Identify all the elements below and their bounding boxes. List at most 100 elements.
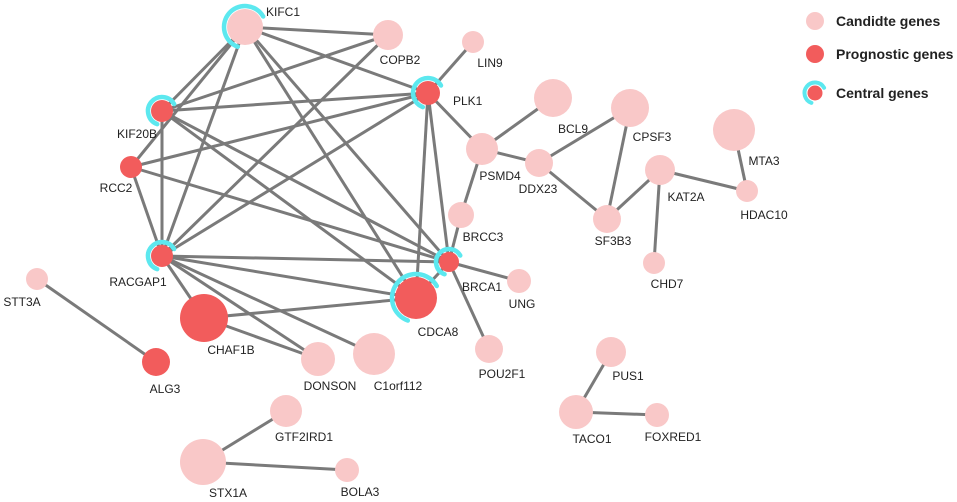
legend-central-ring-marker [802, 80, 827, 105]
node-label-brcc3: BRCC3 [463, 230, 504, 244]
legend-item-candidate: Candidte genes [806, 12, 940, 30]
node-label-bola3: BOLA3 [341, 485, 380, 499]
node-circle-copb2 [373, 20, 403, 50]
node-alg3[interactable] [142, 348, 170, 376]
central-ring-racgap1 [145, 239, 177, 272]
legend-item-prognostic: Prognostic genes [806, 45, 954, 63]
node-circle-bola3 [335, 458, 359, 482]
node-label-psmd4: PSMD4 [479, 169, 521, 183]
node-gtf2ird1[interactable] [270, 395, 302, 427]
edge-kifc1-plk1 [244, 25, 429, 95]
node-label-alg3: ALG3 [150, 382, 181, 396]
node-circle-kifc1 [227, 9, 263, 45]
node-label-bcl9: BCL9 [558, 122, 588, 136]
node-hdac10[interactable] [736, 180, 758, 202]
edge-stx1a-bola3 [202, 460, 348, 472]
node-c1orf112[interactable] [353, 333, 395, 375]
node-circle-foxred1 [645, 403, 669, 427]
node-foxred1[interactable] [645, 403, 669, 427]
node-label-lin9: LIN9 [477, 56, 503, 70]
node-circle-alg3 [142, 348, 170, 376]
edge-kat2a-chd7 [652, 169, 662, 264]
node-label-rcc2: RCC2 [100, 181, 133, 195]
node-ung[interactable] [507, 269, 531, 293]
node-circle-mta3 [713, 109, 755, 151]
node-brca1[interactable] [433, 246, 463, 277]
central-ring-kifc1 [221, 3, 266, 49]
node-label-pus1: PUS1 [612, 369, 644, 383]
node-circle-kat2a [645, 155, 675, 185]
node-stt3a[interactable] [26, 268, 48, 290]
node-pus1[interactable] [596, 337, 626, 367]
node-chaf1b[interactable] [180, 294, 228, 342]
node-pou2f1[interactable] [475, 335, 503, 363]
node-cdca8[interactable] [389, 271, 440, 323]
node-label-cpsf3: CPSF3 [633, 130, 672, 144]
node-ddx23[interactable] [525, 149, 553, 177]
node-circle-brcc3 [448, 202, 474, 228]
node-copb2[interactable] [373, 20, 403, 50]
edge-plk1-racgap1 [161, 91, 429, 258]
edge-racgap1-brca1 [161, 254, 450, 264]
node-circle-sf3b3 [593, 205, 621, 233]
edge-plk1-cdca8 [414, 92, 430, 299]
node-donson[interactable] [301, 342, 335, 376]
node-circle-c1orf112 [353, 333, 395, 375]
legend-prognostic-label: Prognostic genes [836, 46, 954, 62]
node-circle-racgap1 [151, 245, 173, 267]
node-circle-cdca8 [395, 277, 437, 319]
node-label-chd7: CHD7 [651, 277, 684, 291]
node-rcc2[interactable] [120, 156, 142, 178]
node-chd7[interactable] [643, 252, 665, 274]
legend-central-marker [807, 85, 823, 101]
node-cpsf3[interactable] [611, 89, 649, 127]
node-label-kifc1: KIFC1 [266, 5, 300, 19]
node-circle-ung [507, 269, 531, 293]
node-kat2a[interactable] [645, 155, 675, 185]
edge-kif20b-brca1 [161, 109, 450, 264]
central-ring-plk1 [410, 75, 444, 110]
node-label-donson: DONSON [304, 379, 357, 393]
node-label-foxred1: FOXRED1 [645, 430, 702, 444]
node-bola3[interactable] [335, 458, 359, 482]
node-psmd4[interactable] [466, 133, 498, 165]
node-label-c1orf112: C1orf112 [374, 379, 423, 393]
node-label-mta3: MTA3 [748, 154, 779, 168]
node-stx1a[interactable] [180, 439, 226, 485]
edge-racgap1-cdca8 [161, 254, 417, 300]
legend-candidate-label: Candidte genes [836, 13, 940, 29]
edge-copb2-kif20b [161, 33, 389, 113]
node-plk1[interactable] [410, 75, 444, 110]
node-circle-psmd4 [466, 133, 498, 165]
node-circle-plk1 [416, 81, 440, 105]
nodes-layer [26, 3, 758, 485]
node-kifc1[interactable] [221, 3, 266, 49]
edge-copb2-racgap1 [160, 33, 390, 258]
node-brcc3[interactable] [448, 202, 474, 228]
node-bcl9[interactable] [534, 79, 572, 117]
legend-central-label: Central genes [836, 85, 929, 101]
node-circle-brca1 [439, 252, 459, 272]
edge-kif20b-plk1 [161, 91, 429, 113]
node-circle-chd7 [643, 252, 665, 274]
node-taco1[interactable] [559, 395, 593, 429]
node-racgap1[interactable] [145, 239, 177, 272]
node-sf3b3[interactable] [593, 205, 621, 233]
legend-prognostic-marker [806, 45, 824, 63]
node-mta3[interactable] [713, 109, 755, 151]
central-ring-kif20b [145, 94, 177, 127]
edge-brca1-pou2f1 [447, 261, 491, 350]
node-circle-lin9 [462, 31, 484, 53]
edge-kifc1-copb2 [244, 25, 389, 37]
node-circle-gtf2ird1 [270, 395, 302, 427]
node-kif20b[interactable] [145, 94, 177, 127]
node-label-kif20b: KIF20B [117, 127, 157, 141]
node-lin9[interactable] [462, 31, 484, 53]
legend-item-central: Central genes [802, 80, 929, 105]
node-circle-hdac10 [736, 180, 758, 202]
node-label-pou2f1: POU2F1 [479, 367, 526, 381]
node-label-gtf2ird1: GTF2IRD1 [275, 430, 333, 444]
edge-kifc1-rcc2 [129, 26, 247, 168]
edge-chaf1b-cdca8 [203, 296, 417, 320]
